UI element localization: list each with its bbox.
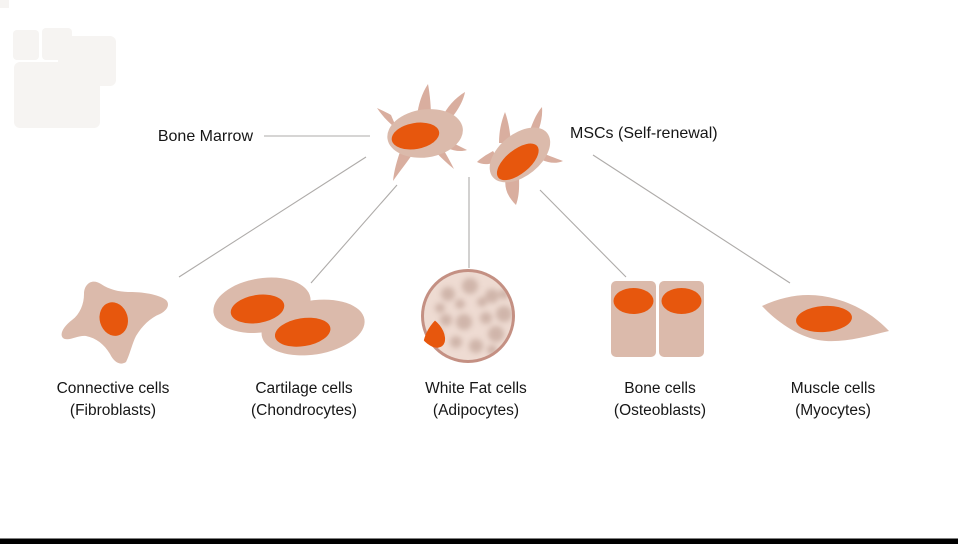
letterbox-bar	[0, 538, 958, 544]
osteoblast-illustration	[611, 281, 704, 357]
chondrocyte-nucleus-lower	[274, 317, 331, 347]
adipocyte-illustration	[416, 269, 515, 363]
myocyte-label-line2: (Myocytes)	[795, 402, 871, 419]
myocyte-nucleus	[796, 305, 852, 333]
chondrocyte-nucleus-upper	[230, 294, 285, 324]
faint-watermark	[0, 0, 116, 128]
osteoblast-nucleus-left	[613, 288, 654, 314]
msc-cell-right	[477, 107, 563, 205]
msc-left-nucleus	[391, 122, 440, 150]
myocyte-illustration	[762, 294, 889, 342]
connector-line-osteoblast	[539, 189, 627, 278]
msc-cell-left	[377, 84, 467, 181]
msc-label: MSCs (Self-renewal)	[570, 125, 718, 142]
msc-right-nucleus	[496, 143, 539, 181]
chondrocyte-label-line1: Cartilage cells	[255, 380, 353, 397]
fibroblast-nucleus	[99, 302, 128, 336]
osteoblast-nucleus-right	[661, 288, 702, 314]
adipocyte-lipid-spots	[433, 278, 512, 355]
connector-line-chondrocyte	[310, 184, 398, 284]
adipocyte-label-line2: (Adipocytes)	[433, 402, 519, 419]
connector-line-fibroblast	[178, 156, 367, 278]
fibroblast-illustration	[61, 281, 168, 364]
connector-line-myocyte	[592, 154, 791, 284]
fibroblast-label-line2: (Fibroblasts)	[70, 402, 156, 419]
chondrocyte-label-line2: (Chondrocytes)	[251, 402, 357, 419]
osteoblast-label-line1: Bone cells	[624, 380, 696, 397]
adipocyte-label-line1: White Fat cells	[425, 380, 527, 397]
bone-marrow-label: Bone Marrow	[158, 128, 254, 145]
chondrocyte-illustration	[213, 277, 365, 356]
myocyte-label-line1: Muscle cells	[791, 380, 876, 397]
osteoblast-label-line2: (Osteoblasts)	[614, 402, 706, 419]
fibroblast-label-line1: Connective cells	[57, 380, 170, 397]
